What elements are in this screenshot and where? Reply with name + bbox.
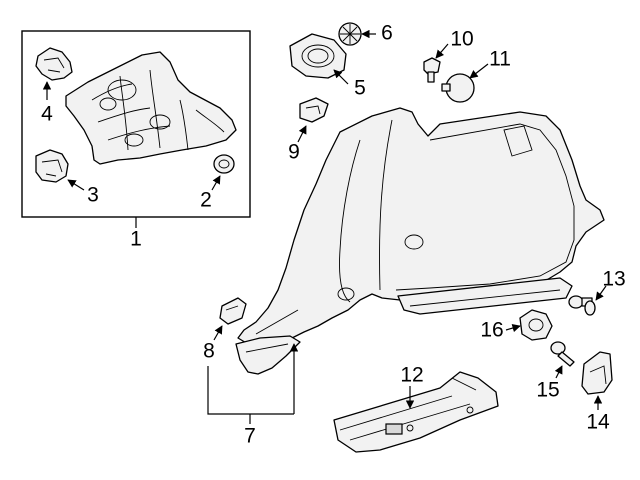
callout-4: 4 <box>41 103 53 126</box>
leader-13 <box>595 285 607 301</box>
bracket-part-4[interactable] <box>35 47 73 81</box>
leader-15 <box>554 365 563 379</box>
leader-8 <box>213 325 223 341</box>
leader-16 <box>505 324 521 333</box>
bracket-part-14[interactable] <box>581 351 613 395</box>
cover-part-9[interactable] <box>299 97 329 123</box>
callout-11: 11 <box>489 48 511 71</box>
callout-1: 1 <box>130 228 142 251</box>
leader-2 <box>211 175 221 191</box>
leader-7-bracket <box>207 366 294 415</box>
screw-part-10[interactable] <box>423 57 441 83</box>
callout-9: 9 <box>288 141 300 164</box>
callout-8: 8 <box>203 340 215 363</box>
leader-9 <box>297 125 307 143</box>
callout-6: 6 <box>381 22 393 45</box>
callout-14: 14 <box>586 411 610 434</box>
callout-7: 7 <box>244 425 256 448</box>
bolt-part-15[interactable] <box>550 341 575 367</box>
callout-16: 16 <box>480 319 503 342</box>
sill-plate-part-12[interactable] <box>333 371 499 453</box>
callout-5: 5 <box>354 77 366 100</box>
callout-3: 3 <box>87 184 99 207</box>
callout-12: 12 <box>400 364 423 387</box>
leader-3 <box>67 179 85 191</box>
housing-part-5[interactable] <box>289 33 347 79</box>
callout-13: 13 <box>602 268 625 291</box>
clip-part-2[interactable] <box>213 154 235 174</box>
leader-5 <box>333 69 349 85</box>
callout-10: 10 <box>450 28 473 51</box>
cap-part-11[interactable] <box>441 73 475 103</box>
retainer-part-8[interactable] <box>219 297 247 325</box>
callout-15: 15 <box>536 379 559 402</box>
callout-2: 2 <box>200 189 212 212</box>
retainer-part-16[interactable] <box>519 309 553 341</box>
bracket-part-3[interactable] <box>35 149 69 183</box>
leader-10 <box>435 43 449 59</box>
quarter-inner-panel[interactable] <box>65 51 237 165</box>
grommet-part-6[interactable] <box>338 22 362 46</box>
panel-lower-strip[interactable] <box>397 277 573 315</box>
lower-trim-part-7[interactable] <box>235 335 301 375</box>
leader-11 <box>469 63 489 79</box>
pushpin-part-13[interactable] <box>568 295 596 316</box>
